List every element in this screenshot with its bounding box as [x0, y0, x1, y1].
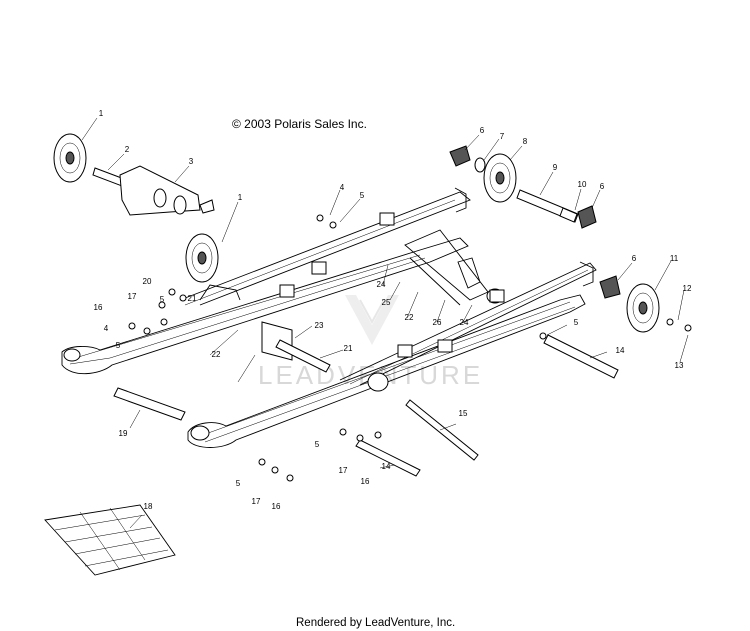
callout-label: 5 — [236, 479, 241, 488]
callout-label: 24 — [377, 280, 386, 289]
callout-label: 11 — [670, 254, 679, 263]
hub-cap-icon — [577, 205, 597, 229]
callout-label: 23 — [315, 321, 324, 330]
long-bolt-15 — [405, 399, 479, 461]
callout-label: 24 — [460, 318, 469, 327]
track-segment — [44, 504, 176, 576]
long-bolt-14-right — [543, 334, 619, 379]
callout-label: 5 — [315, 440, 320, 449]
long-bolt-14-left — [355, 439, 421, 477]
rail-block — [279, 284, 295, 298]
callout-label: 20 — [143, 277, 152, 286]
hub-cap-icon — [449, 145, 471, 167]
callout-label: 10 — [578, 180, 587, 189]
callout-label: 26 — [433, 318, 442, 327]
callout-label: 7 — [500, 132, 505, 141]
rail-block — [311, 261, 327, 275]
hub-cap-icon — [599, 275, 621, 299]
callout-label: 21 — [344, 344, 353, 353]
washer-icon — [474, 157, 486, 173]
leader-lines — [81, 117, 689, 529]
callout-label: 5 — [360, 191, 365, 200]
cross-brace — [404, 229, 489, 306]
callout-label: 4 — [340, 183, 345, 192]
callout-label: 6 — [632, 254, 637, 263]
idler-wheel-front — [53, 133, 87, 183]
callout-label: 6 — [600, 182, 605, 191]
callout-label: 17 — [128, 292, 137, 301]
callout-label: 22 — [405, 313, 414, 322]
rear-axle — [516, 189, 579, 223]
small-hardware — [128, 214, 692, 482]
callout-label: 17 — [252, 497, 261, 506]
callout-label: 5 — [160, 295, 165, 304]
callout-label: 21 — [188, 294, 197, 303]
rail-block — [379, 212, 395, 226]
callout-label: 13 — [675, 361, 684, 370]
callout-label: 17 — [339, 466, 348, 475]
idler-wheel-rear-right — [626, 283, 660, 333]
callout-label: 25 — [382, 298, 391, 307]
callout-label: 3 — [189, 157, 194, 166]
left-rail — [61, 187, 471, 375]
spacer-tube-19 — [113, 387, 186, 421]
copyright-text: © 2003 Polaris Sales Inc. — [232, 117, 367, 131]
rail-block — [397, 344, 413, 358]
rail-block — [489, 289, 505, 303]
callout-label: 5 — [574, 318, 579, 327]
callout-label: 19 — [119, 429, 128, 438]
callout-label: 14 — [616, 346, 625, 355]
callout-label: 22 — [212, 350, 221, 359]
callout-label: 18 — [144, 502, 153, 511]
center-shaft — [261, 321, 331, 373]
callout-label: 2 — [125, 145, 130, 154]
callout-labels: 1 2 3 1 6 7 8 9 10 6 4 5 20 17 16 4 5 21… — [94, 109, 692, 511]
callout-label: 8 — [523, 137, 528, 146]
idler-wheel-middle — [185, 233, 219, 283]
callout-label: 16 — [272, 502, 281, 511]
callout-label: 14 — [382, 462, 391, 471]
callout-label: 9 — [553, 163, 558, 172]
callout-label: 16 — [361, 477, 370, 486]
footer-text: Rendered by LeadVenture, Inc. — [296, 617, 455, 629]
callout-label: 1 — [99, 109, 104, 118]
callout-label: 6 — [480, 126, 485, 135]
callout-label: 4 — [104, 324, 109, 333]
callout-label: 12 — [683, 284, 692, 293]
idler-wheel-rear-left — [483, 153, 517, 203]
callout-label: 5 — [116, 341, 121, 350]
watermark-logo — [345, 295, 399, 345]
front-axle — [92, 165, 215, 216]
callout-label: 16 — [94, 303, 103, 312]
callout-label: 1 — [238, 193, 243, 202]
rail-block — [437, 339, 453, 353]
right-rail — [187, 261, 597, 448]
callout-label: 15 — [459, 409, 468, 418]
